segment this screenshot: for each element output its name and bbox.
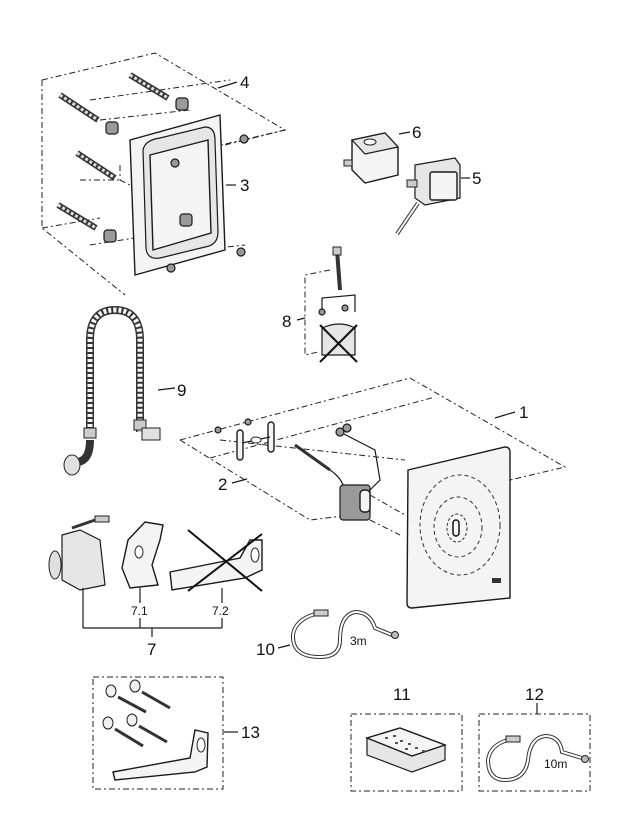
- screw: [126, 713, 168, 744]
- part-5-power-supply: 5: [395, 157, 481, 236]
- cable-length-3m: 3m: [350, 634, 367, 648]
- part-6-junction-box: 6: [343, 123, 421, 184]
- part-13-fixing-set: 13: [92, 676, 260, 790]
- part-10-extension-cable-3m: 10 3m: [256, 609, 399, 660]
- cable-length-10m: 10m: [544, 757, 567, 771]
- part-12-extension-cable-10m: 12 10m: [478, 685, 591, 792]
- part-1-cover-plate-group: 1 2: [179, 377, 567, 609]
- part-7-valve-assembly: 7.1 7.2 7: [48, 515, 263, 659]
- label-part-11: 11: [393, 685, 411, 704]
- label-part-1: 1: [519, 403, 528, 422]
- part-11-remote-control: 11: [350, 685, 463, 792]
- wall-plug: [58, 92, 100, 123]
- crossed-out-mark: [319, 324, 358, 363]
- label-part-13: 13: [241, 723, 260, 742]
- label-part-5: 5: [472, 169, 481, 188]
- part-9-flexible-hose: 9: [63, 305, 186, 476]
- part-3-mounting-frame-group: 4 3: [41, 52, 287, 296]
- label-part-8: 8: [282, 312, 291, 331]
- label-part-3: 3: [240, 176, 249, 195]
- label-part-12: 12: [525, 685, 544, 704]
- label-part-7: 7: [147, 640, 156, 659]
- wall-plug: [128, 72, 170, 101]
- screw: [102, 716, 144, 748]
- label-part-7-1: 7.1: [131, 604, 148, 618]
- label-part-10: 10: [256, 640, 275, 659]
- screw: [105, 684, 147, 714]
- label-part-6: 6: [412, 123, 421, 142]
- label-part-9: 9: [177, 381, 186, 400]
- label-part-7-2: 7.2: [212, 604, 229, 618]
- part-8-connection-piece: 8: [282, 246, 358, 363]
- label-part-4: 4: [240, 73, 249, 92]
- crossed-out-mark: [187, 533, 263, 592]
- wall-plug: [56, 202, 98, 231]
- wall-plug: [75, 150, 117, 181]
- label-part-2: 2: [218, 475, 227, 494]
- crossed-out-mark: [187, 529, 263, 592]
- screw: [129, 679, 171, 710]
